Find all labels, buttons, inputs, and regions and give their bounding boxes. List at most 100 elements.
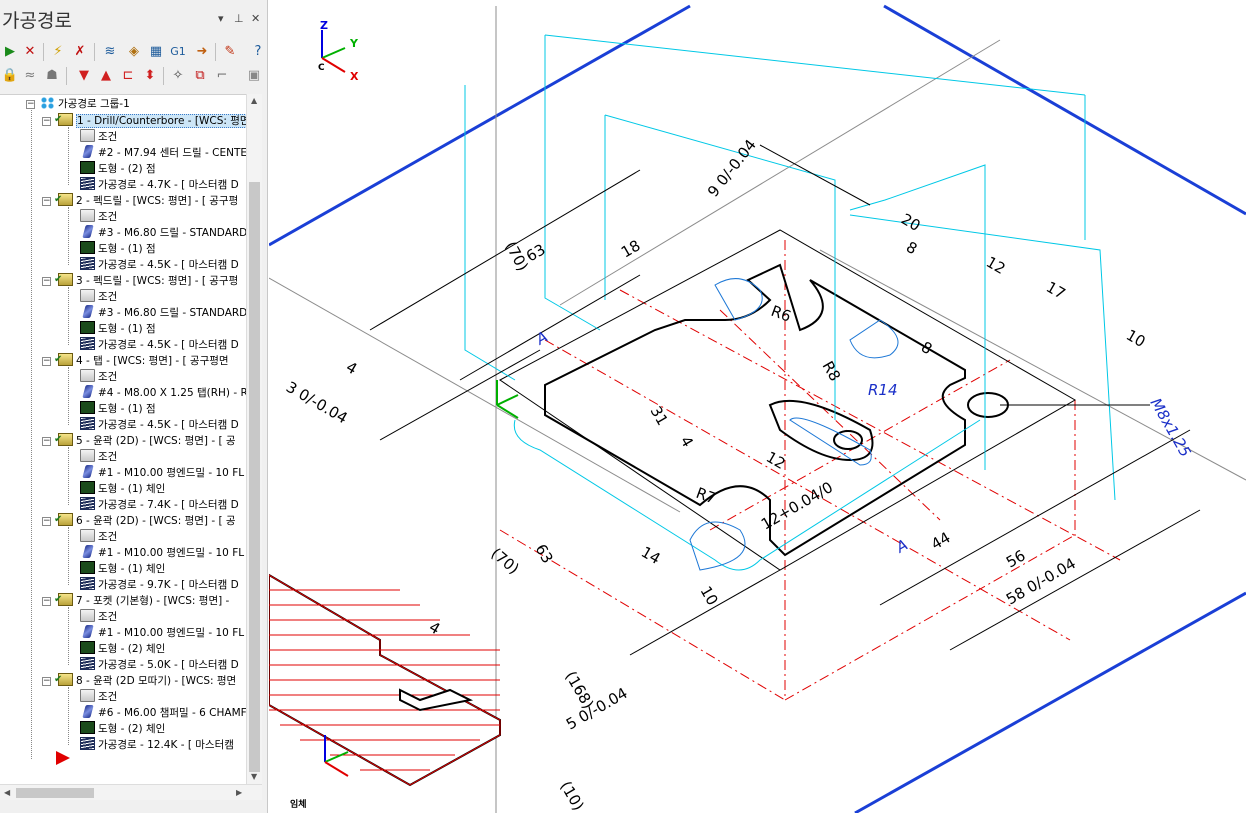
operation-child-parameters[interactable]: 조건 — [80, 209, 117, 225]
verify-icon[interactable]: ◈ — [129, 44, 139, 59]
vertical-scroll-thumb[interactable] — [249, 182, 260, 772]
operation-child-geometry[interactable]: 도형 - (1) 체인 — [80, 561, 165, 577]
operation-child-parameters[interactable]: 조건 — [80, 689, 117, 705]
tree-horizontal-scrollbar[interactable]: ◀ ▶ — [0, 784, 262, 800]
move-up-icon[interactable]: ▲ — [101, 68, 111, 83]
operation-child-label: #4 - M8.00 X 1.25 탭(RH) - R — [98, 387, 248, 399]
display-last-icon[interactable]: ⌐ — [216, 68, 228, 83]
close-icon[interactable]: ✕ — [251, 12, 261, 25]
post-toggle-icon[interactable]: ☗ — [46, 68, 58, 83]
operation-expander[interactable]: − — [42, 436, 51, 446]
tool-icon — [82, 305, 94, 318]
root-expander[interactable]: − — [26, 99, 35, 109]
dimension-label: R8 — [819, 358, 845, 384]
operation-child-label: 도형 - (2) 점 — [98, 163, 156, 175]
axis-c-label: C — [318, 63, 325, 73]
lock-icon[interactable]: 🔒 — [1, 68, 19, 83]
g1-post-button[interactable]: G1 — [170, 45, 186, 58]
dimension-label: 8 — [903, 238, 920, 258]
operation-child-parameters[interactable]: 조건 — [80, 369, 117, 385]
operation-child-geometry[interactable]: 도형 - (2) 점 — [80, 161, 156, 177]
operation-child-geometry[interactable]: 도형 - (1) 체인 — [80, 481, 165, 497]
operation-child-toolpath[interactable]: 가공경로 - 4.5K - [ 마스터캠 D — [80, 417, 239, 433]
operation-child-parameters[interactable]: 조건 — [80, 449, 117, 465]
operation-6[interactable]: ✔6 - 윤곽 (2D) - [WCS: 평면] - [ 공 — [54, 513, 236, 529]
operation-child-parameters[interactable]: 조건 — [80, 289, 117, 305]
parameters-icon — [80, 609, 95, 622]
operation-child-toolpath[interactable]: 가공경로 - 5.0K - [ 마스터캠 D — [80, 657, 239, 673]
operation-child-label: 조건 — [98, 611, 118, 623]
operation-child-toolpath[interactable]: 가공경로 - 12.4K - [ 마스터캠 — [80, 737, 234, 753]
tree-root[interactable]: 가공경로 그룹-1 — [40, 96, 130, 112]
operation-child-parameters[interactable]: 조건 — [80, 129, 117, 145]
operation-expander[interactable]: − — [42, 516, 51, 526]
operation-folder-icon: ✔ — [54, 113, 73, 126]
insert-arrow-icon[interactable]: ⊏ — [122, 68, 134, 83]
operation-expander[interactable]: − — [42, 356, 51, 366]
operation-8[interactable]: ✔8 - 윤곽 (2D 모따기) - [WCS: 평면 — [54, 673, 237, 689]
geometry-icon — [80, 561, 95, 574]
operation-child-toolpath[interactable]: 가공경로 - 4.5K - [ 마스터캠 D — [80, 257, 239, 273]
operation-child-tool[interactable]: #1 - M10.00 평엔드밀 - 10 FL — [80, 625, 244, 641]
operation-child-geometry[interactable]: 도형 - (1) 점 — [80, 401, 156, 417]
highfeed-icon[interactable]: ✎ — [224, 44, 236, 59]
insert-arrow[interactable] — [56, 751, 70, 767]
post-icon[interactable]: ➜ — [196, 44, 208, 59]
operation-expander[interactable]: − — [42, 276, 51, 286]
operation-child-tool[interactable]: #1 - M10.00 평엔드밀 - 10 FL — [80, 545, 244, 561]
dimension-label: 44 — [928, 528, 954, 553]
operation-child-tool[interactable]: #2 - M7.94 센터 드릴 - CENTE — [80, 145, 247, 161]
operation-child-geometry[interactable]: 도형 - (2) 체인 — [80, 641, 165, 657]
operation-expander[interactable]: − — [42, 196, 51, 206]
operation-4[interactable]: ✔4 - 탭 - [WCS: 평면] - [ 공구평면 — [54, 353, 229, 369]
single-display-icon[interactable]: ⧉ — [195, 68, 205, 83]
operation-expander[interactable]: − — [42, 596, 51, 606]
grid-lines — [269, 6, 1246, 813]
operation-child-parameters[interactable]: 조건 — [80, 609, 117, 625]
operation-child-toolpath[interactable]: 가공경로 - 4.7K - [ 마스터캠 D — [80, 177, 239, 193]
options-icon[interactable]: ▣ — [247, 68, 261, 83]
operation-5[interactable]: ✔5 - 윤곽 (2D) - [WCS: 평면] - [ 공 — [54, 433, 236, 449]
axis-z-label: Z — [320, 19, 328, 32]
regen-dirty-icon[interactable]: ✗ — [74, 44, 86, 59]
operation-child-label: #2 - M7.94 센터 드릴 - CENTE — [98, 147, 248, 159]
operation-child-tool[interactable]: #1 - M10.00 평엔드밀 - 10 FL — [80, 465, 244, 481]
simulate-icon[interactable]: ▦ — [149, 44, 163, 59]
operation-7[interactable]: ✔7 - 포켓 (기본형) - [WCS: 평면] - — [54, 593, 230, 609]
operation-1[interactable]: ✔1 - Drill/Counterbore - [WCS: 평면 — [54, 113, 251, 129]
operation-child-toolpath[interactable]: 가공경로 - 7.4K - [ 마스터캠 D — [80, 497, 239, 513]
dimension-label: 63 — [532, 541, 557, 567]
operation-child-tool[interactable]: #6 - M6.00 챔퍼밀 - 6 CHAMF — [80, 705, 247, 721]
operation-child-geometry[interactable]: 도형 - (1) 점 — [80, 321, 156, 337]
panel-menu-icon[interactable]: ▾ — [218, 12, 224, 25]
operation-expander[interactable]: − — [42, 116, 51, 126]
scroll-icon[interactable]: ⬍ — [144, 68, 156, 83]
operation-2[interactable]: ✔2 - 펙드릴 - [WCS: 평면] - [ 공구평 — [54, 193, 239, 209]
deselect-icon[interactable]: ✕ — [24, 44, 36, 59]
operation-3[interactable]: ✔3 - 펙드릴 - [WCS: 평면] - [ 공구평 — [54, 273, 239, 289]
operation-child-parameters[interactable]: 조건 — [80, 529, 117, 545]
backplot-icon[interactable]: ≋ — [104, 44, 116, 59]
operation-child-toolpath[interactable]: 가공경로 - 9.7K - [ 마스터캠 D — [80, 577, 239, 593]
toggle-display-icon[interactable]: ≈ — [24, 68, 36, 83]
select-all-icon[interactable]: ▶ — [5, 44, 15, 59]
operation-child-tool[interactable]: #3 - M6.80 드릴 - STANDARD — [80, 305, 247, 321]
help-icon[interactable]: ? — [254, 44, 262, 59]
dock-icon[interactable]: ⊥ — [234, 12, 244, 25]
toolpath-icon — [80, 657, 95, 670]
dimension-label: (10) — [557, 778, 588, 813]
move-down-icon[interactable]: ▼ — [79, 68, 89, 83]
operation-child-tool[interactable]: #3 - M6.80 드릴 - STANDARD — [80, 225, 247, 241]
regen-icon[interactable]: ⚡ — [53, 44, 63, 59]
operation-child-tool[interactable]: #4 - M8.00 X 1.25 탭(RH) - R — [80, 385, 248, 401]
dimension-label: R6 — [769, 302, 794, 326]
operation-child-geometry[interactable]: 도형 - (1) 점 — [80, 241, 156, 257]
tree-vertical-scrollbar[interactable]: ▲ ▼ — [246, 94, 262, 784]
operation-expander[interactable]: − — [42, 676, 51, 686]
panel-title: 가공경로 — [2, 10, 72, 32]
operation-child-toolpath[interactable]: 가공경로 - 4.5K - [ 마스터캠 D — [80, 337, 239, 353]
select-chain-icon[interactable]: ✧ — [172, 68, 184, 83]
horizontal-scroll-thumb[interactable] — [16, 788, 94, 798]
operation-child-geometry[interactable]: 도형 - (2) 체인 — [80, 721, 165, 737]
